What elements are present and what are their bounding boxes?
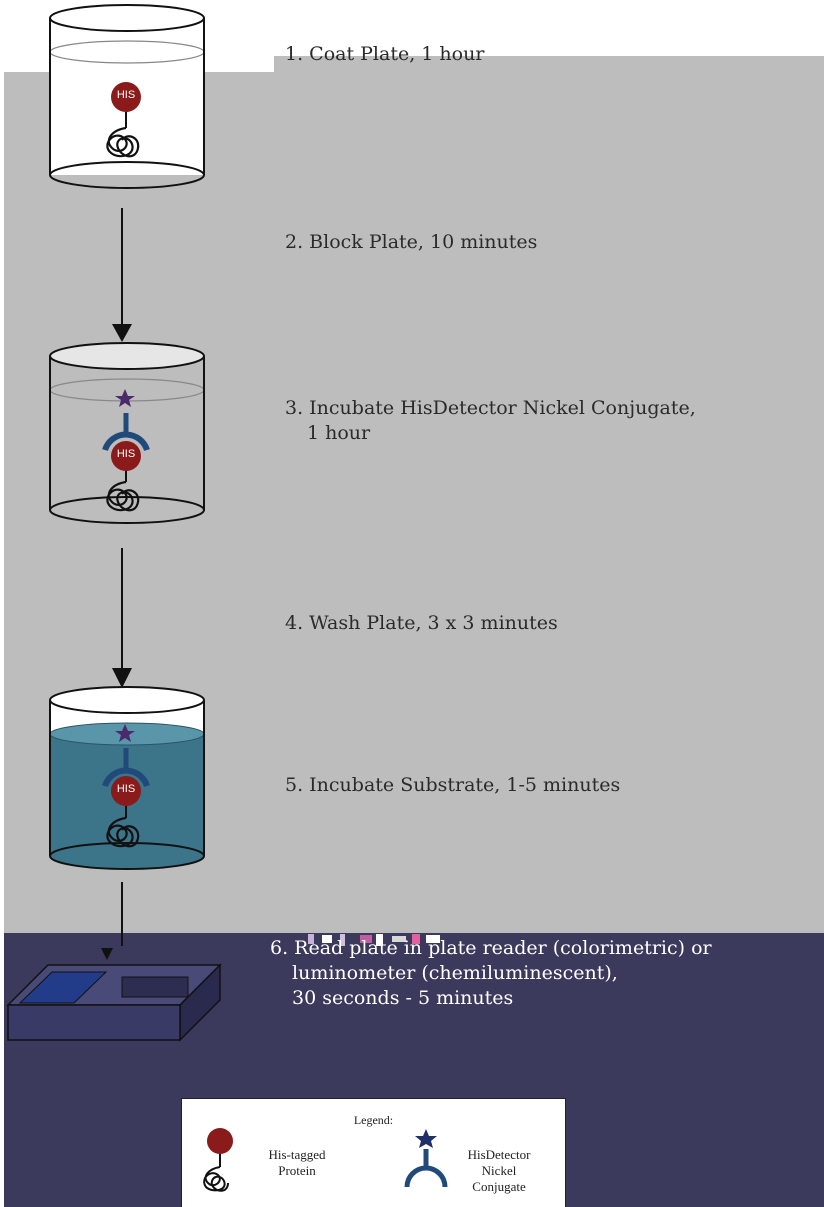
step-3-text: 3. Incubate HisDetector Nickel Conjugate… (285, 396, 696, 446)
legend-label-his-line-2: Protein (278, 1163, 316, 1178)
step-1-line-1: 1. Coat Plate, 1 hour (285, 43, 485, 65)
step-6-line-3: 30 seconds - 5 minutes (292, 987, 514, 1009)
legend-label-nickel-line-2: Nickel (481, 1163, 517, 1178)
his-label-2: HIS (116, 448, 136, 460)
step-6-line-1: 6. Read plate in plate reader (colorimet… (270, 937, 712, 959)
step-1-text: 1. Coat Plate, 1 hour (285, 42, 484, 67)
legend-label-his-tagged-protein: His-tagged Protein (252, 1147, 342, 1179)
arrow-1 (112, 208, 132, 342)
step-6-text: 6. Read plate in plate reader (colorimet… (270, 936, 712, 1011)
step-5-line-1: 5. Incubate Substrate, 1-5 minutes (285, 774, 621, 796)
his-label-3: HIS (116, 783, 136, 795)
step-2-text: 2. Block Plate, 10 minutes (285, 230, 537, 255)
step-2-line-1: 2. Block Plate, 10 minutes (285, 231, 538, 253)
his-label-1: HIS (116, 89, 136, 101)
plate-reader (6, 963, 222, 1042)
step-3-line-2: 1 hour (307, 422, 371, 444)
text-artifact (308, 934, 440, 946)
legend-label-his-line-1: His-tagged (268, 1147, 326, 1162)
step-5-text: 5. Incubate Substrate, 1-5 minutes (285, 773, 620, 798)
well-nickel-conjugate (49, 342, 205, 524)
his-protein-with-conjugate-3 (102, 724, 150, 848)
step-6-line-2: luminometer (chemiluminescent), (292, 962, 618, 984)
nickel-conjugate-icon (404, 1129, 448, 1188)
legend-label-nickel-line-3: Conjugate (472, 1179, 526, 1194)
legend-label-nickel-line-1: HisDetector (467, 1147, 531, 1162)
step-3-line-1: 3. Incubate HisDetector Nickel Conjugate… (285, 397, 696, 419)
legend: Legend: His-tagged Protein HisDetector N… (181, 1098, 566, 1207)
his-tagged-protein-1 (106, 82, 141, 158)
his-protein-with-conjugate-2 (102, 389, 150, 512)
step-4-line-1: 4. Wash Plate, 3 x 3 minutes (285, 612, 558, 634)
legend-title: Legend: (353, 1113, 394, 1127)
legend-label-nickel-conjugate: HisDetector Nickel Conjugate (454, 1147, 544, 1195)
his-tagged-protein-icon (203, 1128, 233, 1192)
arrow-2 (112, 548, 132, 688)
step-4-text: 4. Wash Plate, 3 x 3 minutes (285, 611, 558, 636)
arrow-3 (101, 882, 123, 960)
